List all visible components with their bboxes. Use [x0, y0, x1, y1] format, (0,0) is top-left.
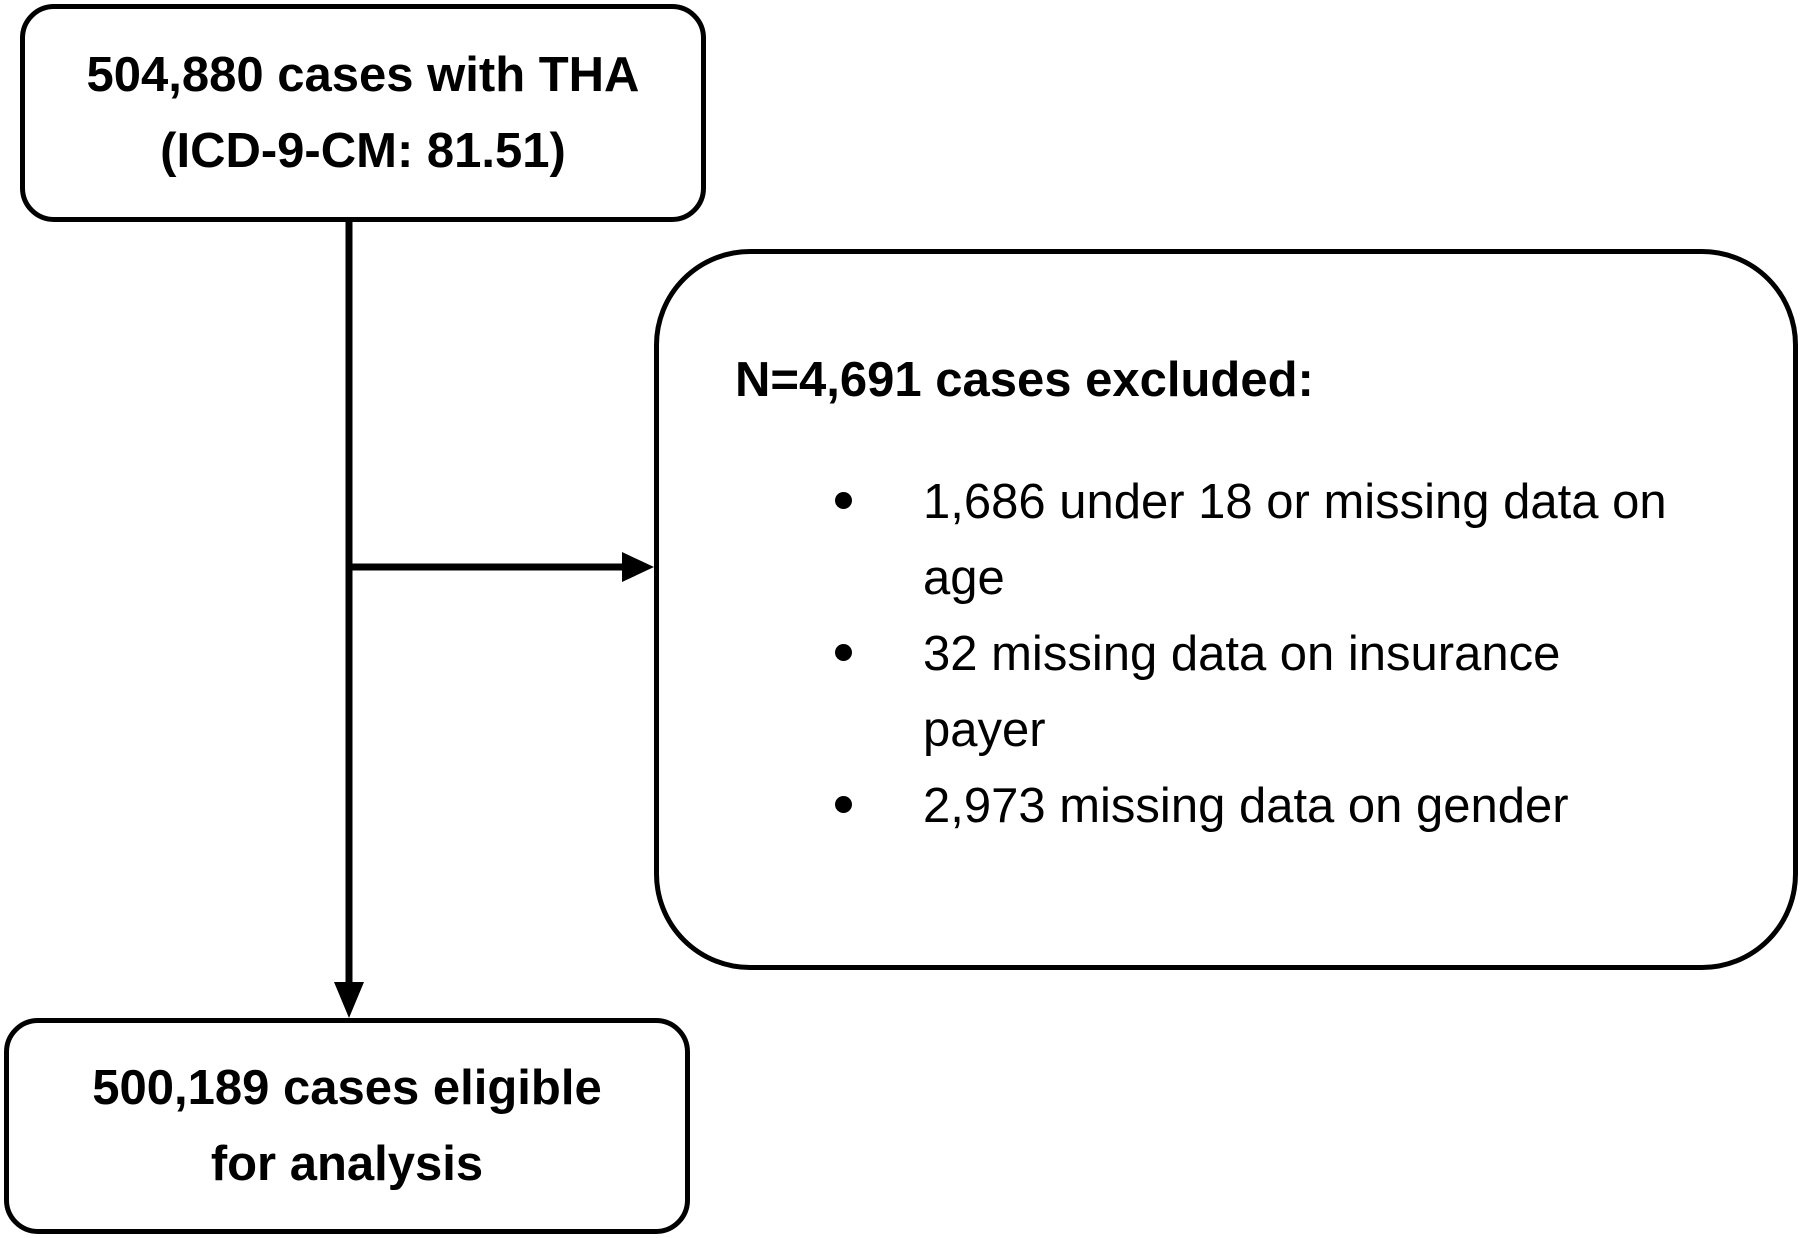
exclusion-reason-text: 2,973 missing data on gender [923, 779, 1569, 833]
exclusion-reason: 32 missing data on insurance payer [659, 616, 1793, 768]
exclusion-reason: 1,686 under 18 or missing data on age [659, 464, 1793, 616]
eligible-count-text: 500,189 cases eligible [92, 1061, 602, 1115]
exclusion-reason-text: 32 missing data on insurance payer [923, 627, 1561, 757]
exclusion-reasons-list: 1,686 under 18 or missing data on age 32… [659, 464, 1793, 844]
bullet-icon [835, 492, 852, 509]
excluded-cases-box: N=4,691 cases excluded: 1,686 under 18 o… [654, 249, 1798, 970]
eligible-population-box: 500,189 cases eligible for analysis [4, 1018, 690, 1234]
down-arrowhead [334, 982, 364, 1018]
exclusion-reason-text: 1,686 under 18 or missing data on age [923, 475, 1667, 605]
source-count-text: 504,880 cases with THA [86, 48, 640, 102]
excluded-heading: N=4,691 cases excluded: [735, 353, 1314, 407]
exclusion-reason: 2,973 missing data on gender [659, 768, 1793, 844]
bullet-icon [835, 796, 852, 813]
source-population-box: 504,880 cases with THA (ICD-9-CM: 81.51) [20, 4, 706, 222]
bullet-icon [835, 644, 852, 661]
eligible-purpose-text: for analysis [210, 1137, 484, 1191]
source-code-text: (ICD-9-CM: 81.51) [160, 124, 566, 178]
right-arrowhead [622, 552, 654, 582]
